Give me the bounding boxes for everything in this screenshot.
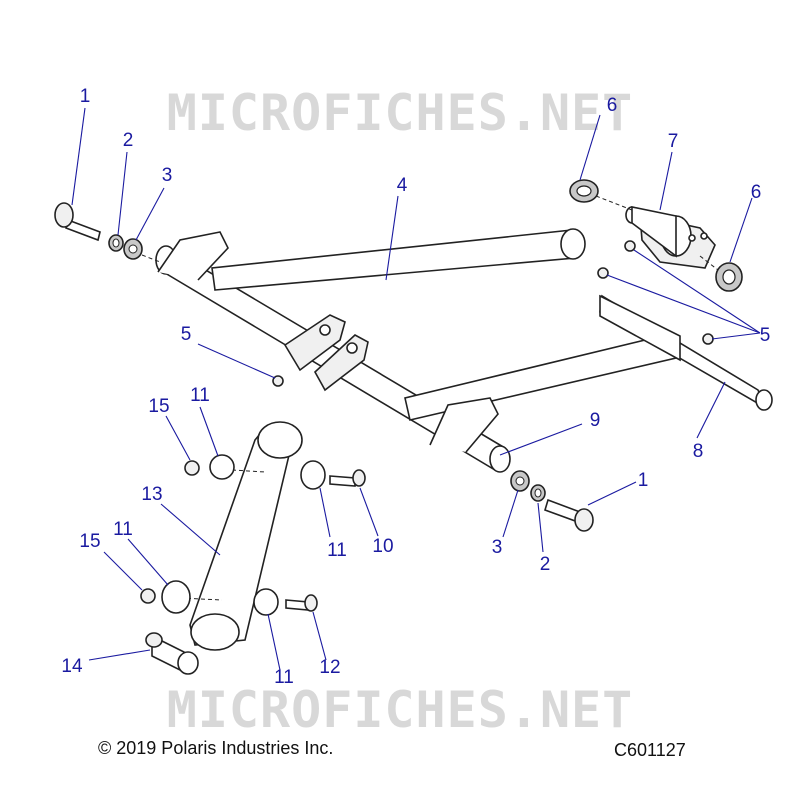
bolt-part-1-bottom — [544, 498, 594, 532]
callout-9: 9 — [589, 410, 601, 431]
callout-14: 14 — [61, 656, 83, 677]
callout-5-left: 5 — [180, 324, 192, 345]
callout-15-bottom: 15 — [79, 531, 101, 552]
callout-1-bottom: 1 — [637, 470, 649, 491]
callout-7: 7 — [667, 131, 679, 152]
callout-3-bottom: 3 — [491, 537, 503, 558]
callout-6-right: 6 — [750, 182, 762, 203]
callout-11-bottom-right: 11 — [274, 667, 294, 688]
callout-11-top-right: 11 — [327, 540, 347, 561]
washer-part-6-right — [715, 262, 743, 292]
callout-10: 10 — [372, 536, 394, 557]
grease-fitting-part-5 — [272, 240, 714, 387]
link-part-13 — [179, 421, 303, 651]
washer-part-11 — [161, 454, 326, 616]
watermark-top: MICROFICHES.NET — [166, 84, 634, 142]
callout-3-top: 3 — [161, 165, 173, 186]
bolt-part-10 — [329, 469, 366, 487]
callout-15-top: 15 — [148, 396, 170, 417]
callout-13: 13 — [141, 484, 163, 505]
bolt-part-12 — [285, 594, 318, 612]
shaft-part-8 — [599, 294, 773, 411]
bushing-part-14 — [145, 632, 199, 675]
callout-11-bottom-left: 11 — [113, 519, 133, 540]
callout-8: 8 — [692, 441, 704, 462]
callout-5-right: 5 — [759, 325, 771, 346]
diagram-code: C601127 — [614, 740, 686, 760]
washer-part-3-top — [123, 238, 143, 260]
pivot-plate-part-7 — [625, 206, 716, 269]
callout-1-top: 1 — [79, 86, 91, 107]
callout-2-top: 2 — [122, 130, 134, 151]
copyright-text: © 2019 Polaris Industries Inc. — [98, 738, 334, 758]
bolt-part-1-top — [54, 202, 101, 242]
callout-12: 12 — [319, 657, 341, 678]
washer-part-3-bottom — [510, 470, 530, 492]
callout-6-top: 6 — [606, 95, 618, 116]
leader-lines — [71, 107, 761, 671]
washer-part-2-bottom — [530, 484, 546, 502]
watermark-bottom: MICROFICHES.NET — [166, 681, 634, 739]
a-arm-part-4 — [155, 228, 677, 473]
callout-4: 4 — [396, 175, 408, 196]
washer-part-2-top — [108, 234, 124, 252]
callout-11-top-left: 11 — [190, 385, 210, 406]
nut-part-15 — [140, 460, 200, 604]
washer-part-6-left — [569, 179, 599, 203]
callout-2-bottom: 2 — [539, 554, 551, 575]
